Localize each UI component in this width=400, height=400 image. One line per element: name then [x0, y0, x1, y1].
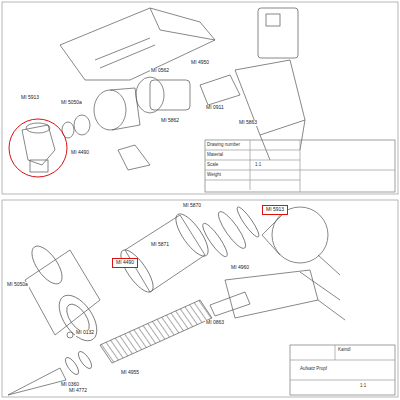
- callout-number: MI 4950: [190, 60, 210, 66]
- callout-number: MI 0863: [205, 320, 225, 326]
- callout-number: MI 4960: [230, 265, 250, 271]
- title-block-text: Weight: [207, 173, 221, 178]
- title-block-text: Scale: [207, 163, 218, 168]
- title-block-text: 1:1: [360, 384, 366, 389]
- callout-number: MI 5863: [238, 120, 258, 126]
- title-block-text: 1:1: [255, 163, 261, 168]
- title-block-text: Kaindl: [338, 348, 351, 353]
- part-number: MI 5913: [266, 207, 284, 213]
- part-callout-box: MI 5913: [262, 205, 288, 215]
- title-block-text: Aufsatz Propf: [300, 367, 327, 372]
- callout-number: MI 0132: [75, 330, 95, 336]
- callout-number: MI 4772: [68, 388, 88, 394]
- callout-number: MI 5913: [20, 95, 40, 101]
- callout-number: MI 5862: [160, 118, 180, 124]
- callout-number: MI 5871: [150, 242, 170, 248]
- callout-number: MI 4490: [70, 150, 90, 156]
- callout-number: MI 5870: [182, 203, 202, 209]
- callout-number: MI 5050a: [6, 282, 29, 288]
- callout-number: MI 0911: [205, 105, 225, 111]
- callout-number: MI 0562: [150, 68, 170, 74]
- part-number: MI 4490: [116, 260, 134, 266]
- title-block-text: Drawing number: [207, 143, 240, 148]
- title-block-text: Material: [207, 153, 223, 158]
- callout-number: MI 0360: [60, 382, 80, 388]
- callout-number: MI 4955: [120, 370, 140, 376]
- part-callout-box: MI 4490: [112, 258, 138, 268]
- callout-number: MI 5050a: [60, 100, 83, 106]
